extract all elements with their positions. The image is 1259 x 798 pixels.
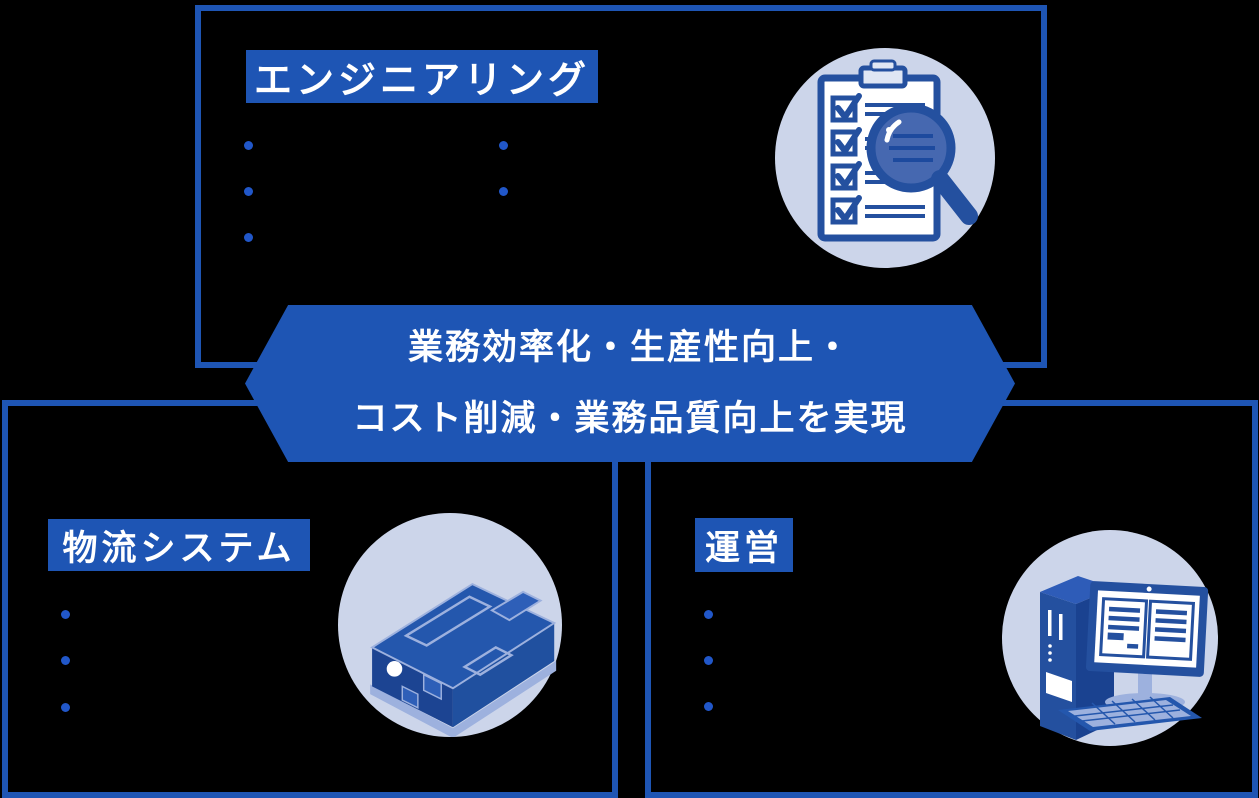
- logistics-title-label: 物流システム: [48, 519, 310, 571]
- operations-title-label: 運営: [695, 518, 793, 572]
- bullet-icon: [61, 703, 70, 712]
- engineering-title-label: エンジニアリング: [246, 50, 598, 103]
- operations-icon-circle: [1002, 530, 1218, 746]
- center-banner: 業務効率化・生産性向上・ コスト削減・業務品質向上を実現: [245, 305, 1015, 462]
- bullet-icon: [704, 702, 713, 711]
- sorting-machine-icon: [370, 582, 557, 737]
- bullet-icon: [244, 141, 253, 150]
- bullet-icon: [704, 656, 713, 665]
- bullet-icon: [61, 610, 70, 619]
- bullet-icon: [499, 187, 508, 196]
- bullet-icon: [704, 610, 713, 619]
- bullet-icon: [244, 187, 253, 196]
- logistics-icon-circle: [338, 513, 562, 737]
- bullet-icon: [61, 656, 70, 665]
- bullet-icon: [499, 141, 508, 150]
- desktop-computer-icon: [1040, 576, 1209, 740]
- engineering-icon-circle: [775, 48, 995, 268]
- banner-line-2: コスト削減・業務品質向上を実現: [352, 398, 908, 439]
- checklist-magnifier-icon: [817, 59, 978, 242]
- bullet-icon: [244, 233, 253, 242]
- banner-line-1: 業務効率化・生産性向上・: [407, 327, 852, 368]
